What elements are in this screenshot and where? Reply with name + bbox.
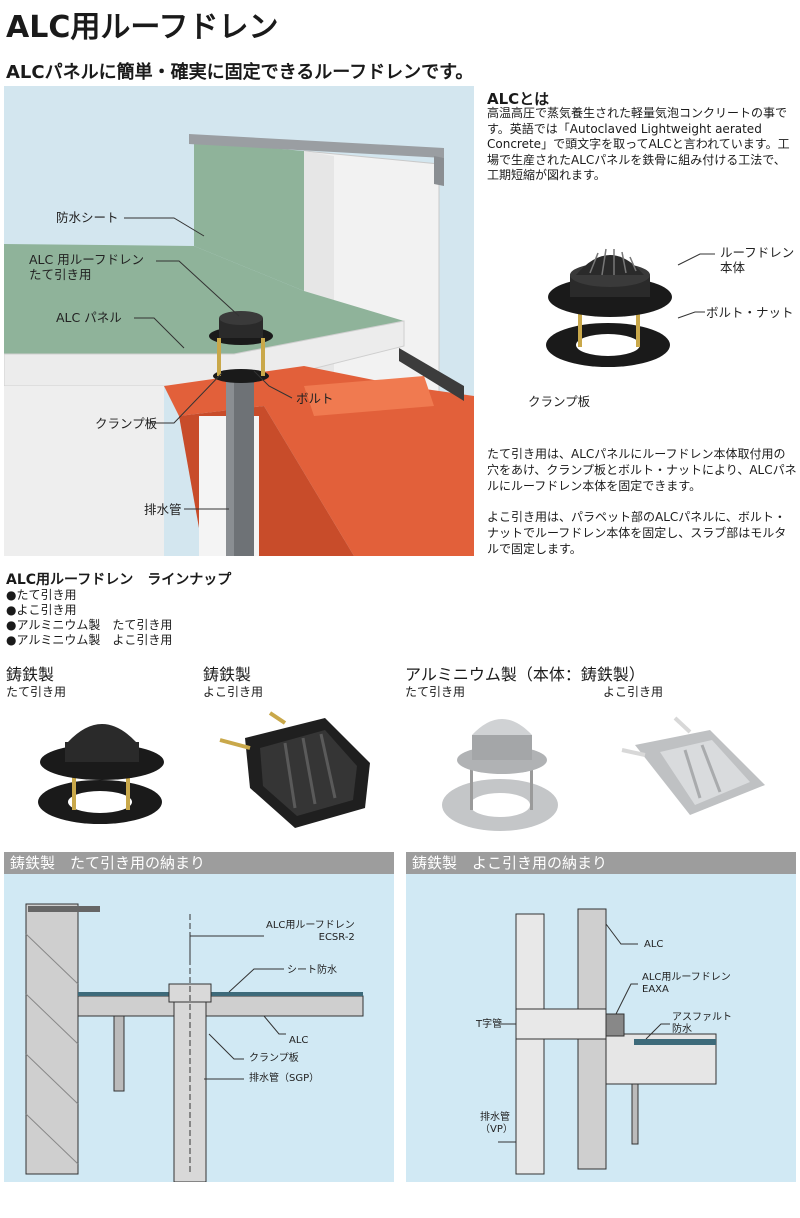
label-alc-panel: ALC パネル [56,310,122,325]
label-right-drain: ALC用ルーフドレン EAXA [642,972,731,995]
hero-drawing [4,134,474,556]
product-image-aluminum-vertical [440,705,570,840]
product-aluminum-head: アルミニウム製（本体：鋳鉄製） [405,665,645,684]
detail-callout-lines [677,253,715,319]
product-cast-horizontal-sub: よこ引き用 [203,685,264,699]
label-left-alc: ALC [289,1035,309,1046]
drain-detail-image [540,235,690,400]
label-alc-roof-drain: ALC 用ルーフドレン たて引き用 [29,252,144,282]
lineup-item: たて引き用 [6,588,172,603]
product-cast-vertical-head: 鋳鉄製 [6,665,55,684]
product-image-cast-horizontal [215,708,375,833]
label-detail-clamp: クランプ板 [528,394,591,409]
product-aluminum-horizontal-sub: よこ引き用 [603,685,664,699]
product-cast-horizontal-head: 鋳鉄製 [203,665,252,684]
panel-cast-horizontal-installation: 鋳鉄製 よこ引き用の納まり ALC ALC用ルーフドレン EAXA アスファルト… [406,852,796,1182]
lineup-item: よこ引き用 [6,603,172,618]
alc-heading: ALCとは [487,90,550,108]
product-cast-vertical-sub: たて引き用 [6,685,67,699]
panel-right-header: 鋳鉄製 よこ引き用の納まり [406,852,796,874]
label-left-clamp: クランプ板 [249,1053,299,1064]
lineup-item: アルミニウム製 たて引き用 [6,618,172,633]
label-left-drain: ALC用ルーフドレン ECSR-2 [266,920,355,943]
alc-description: 高温高圧で蒸気養生された軽量気泡コンクリートの事です。英語では「Autoclav… [487,106,790,182]
product-image-aluminum-horizontal [620,710,780,825]
label-bolt-nut: ボルト・ナット [706,305,794,320]
page-title: ALC用ルーフドレン [6,10,279,45]
label-right-pipe: 排水管 （VP） [480,1112,513,1135]
product-image-cast-vertical [30,712,180,832]
lineup-list: たて引き用 よこ引き用 アルミニウム製 たて引き用 アルミニウム製 よこ引き用 [6,588,172,648]
label-right-asphalt: アスファルト 防水 [672,1012,732,1035]
label-drain-body: ルーフドレン 本体 [720,245,795,275]
label-left-pipe: 排水管（SGP） [249,1073,320,1084]
panel-right-drawing [498,908,717,1175]
page-subtitle: ALCパネルに簡単・確実に固定できるルーフドレンです。 [6,62,474,83]
label-left-sheet: シート防水 [287,965,337,976]
label-right-tee: T字管 [476,1019,503,1030]
label-right-alc: ALC [644,939,664,950]
label-drain-pipe: 排水管 [144,502,182,517]
label-waterproof-sheet: 防水シート [56,210,119,225]
product-aluminum-vertical-sub: たて引き用 [405,685,466,699]
panel-left-drawing [25,903,364,1182]
horizontal-description: よこ引き用は、パラペット部のALCパネルに、ボルト・ナットでルーフドレン本体を固… [487,510,787,556]
hero-callout-lines [124,217,293,510]
panel-cast-vertical-installation: 鋳鉄製 たて引き用の納まり ALC用ルーフドレン ECSR-2 シート防水 AL… [4,852,394,1182]
panel-left-header: 鋳鉄製 たて引き用の納まり [4,852,394,874]
lineup-item: アルミニウム製 よこ引き用 [6,633,172,648]
hero-illustration: 防水シート ALC 用ルーフドレン たて引き用 ALC パネル ボルト クランプ… [4,86,474,556]
lineup-heading: ALC用ルーフドレン ラインナップ [6,572,232,588]
vertical-description: たて引き用は、ALCパネルにルーフドレン本体取付用の穴をあけ、クランプ板とボルト… [487,447,797,493]
label-bolt: ボルト [296,391,334,406]
label-clamp-plate: クランプ板 [95,416,158,431]
